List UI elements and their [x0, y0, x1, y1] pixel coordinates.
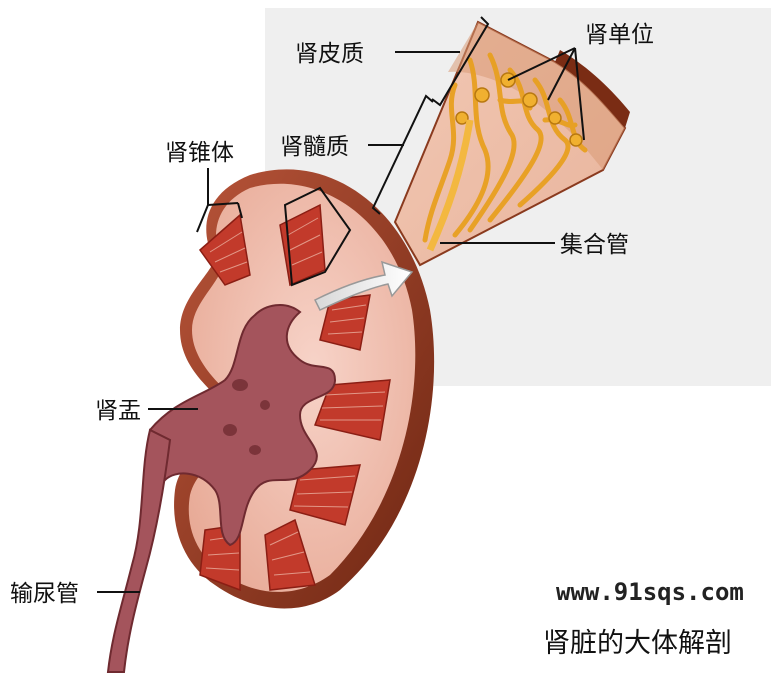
- label-nephron: 肾单位: [585, 22, 654, 48]
- label-collecting-duct: 集合管: [560, 232, 629, 258]
- label-renal-medulla: 肾髓质: [280, 134, 349, 160]
- watermark-url: www.91sqs.com: [556, 578, 744, 606]
- label-renal-cortex: 肾皮质: [295, 41, 364, 67]
- label-renal-pyramid: 肾锥体: [165, 140, 234, 166]
- ureter: [108, 430, 170, 672]
- figure-caption: 肾脏的大体解剖: [543, 628, 732, 659]
- label-ureter: 输尿管: [10, 581, 79, 607]
- kidney: [108, 169, 434, 672]
- label-renal-pelvis: 肾盂: [95, 398, 141, 424]
